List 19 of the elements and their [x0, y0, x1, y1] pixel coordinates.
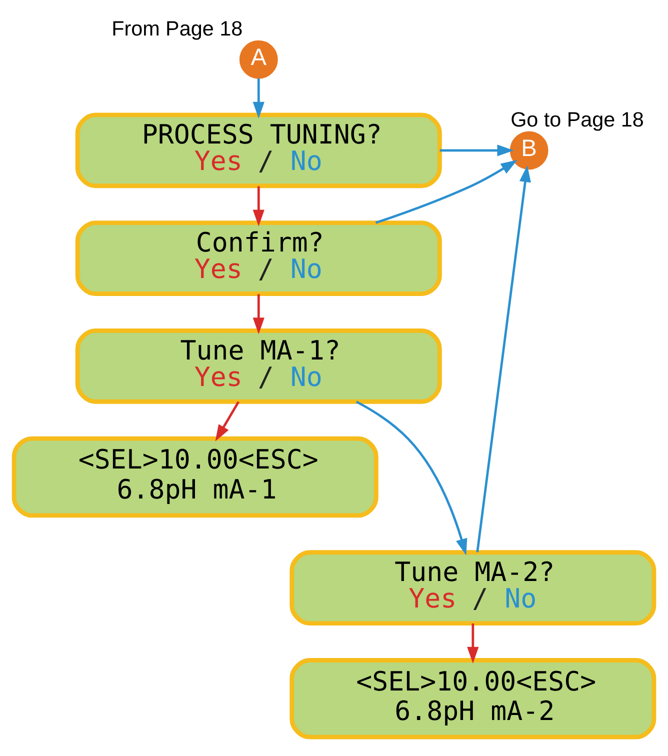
node-box: Tune MA-2? Yes / No — [290, 550, 656, 626]
arrow — [356, 400, 468, 556]
node-box: <SEL>10.00<ESC> 6.8pH mA-1 — [12, 436, 378, 518]
node-circle: A — [239, 40, 278, 79]
node-label: From Page 18 — [112, 17, 243, 40]
node-box: Confirm? Yes / No — [75, 220, 442, 296]
node-circle: B — [510, 131, 548, 170]
node-label: Go to Page 18 — [510, 108, 644, 132]
arrow — [252, 294, 264, 334]
arrow — [375, 160, 518, 224]
node-box: Tune MA-1? Yes / No — [75, 328, 442, 404]
node-box: PROCESS TUNING? Yes / No — [75, 112, 442, 188]
arrow — [440, 144, 514, 156]
arrow — [476, 165, 531, 552]
node-box: <SEL>10.00<ESC> 6.8pH mA-2 — [290, 658, 656, 740]
arrow — [252, 186, 264, 226]
arrow — [252, 78, 264, 118]
arrow — [467, 623, 479, 664]
arrow — [215, 401, 240, 442]
